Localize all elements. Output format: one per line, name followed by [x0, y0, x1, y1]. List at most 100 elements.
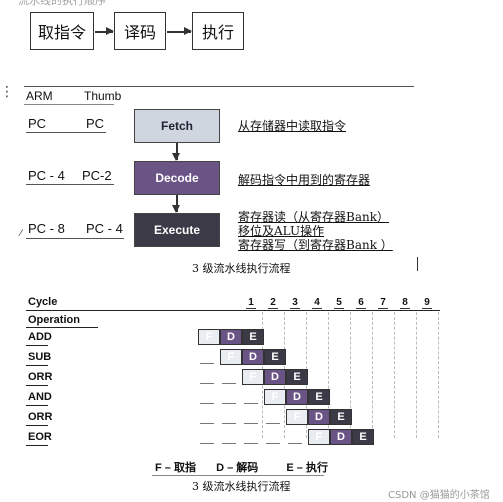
- idle-dash: [200, 423, 214, 424]
- cycle-number-underline: [290, 308, 300, 309]
- cycle-gridline: [416, 312, 417, 438]
- cycle-label: Cycle: [28, 296, 58, 308]
- arrow-decode-execute: [173, 195, 179, 213]
- stage-cell-e: E: [308, 389, 330, 405]
- stage-fetch: Fetch: [134, 109, 220, 143]
- arm-pc-execute: PC - 8: [28, 221, 65, 236]
- arm-column-header: ARM: [26, 89, 53, 103]
- cycle-number: 5: [336, 297, 342, 308]
- cycle-number: 9: [424, 297, 430, 308]
- execute-description-line3: 寄存器写（到寄存器Bank ）: [238, 238, 393, 252]
- stage-cell-d: D: [264, 369, 286, 385]
- fetch-description: 从存储器中读取指令: [238, 119, 347, 133]
- operation-name: ORR: [28, 411, 53, 423]
- operation-name: SUB: [28, 351, 52, 363]
- operation-underline: [26, 365, 48, 366]
- operation-header-rule: [26, 327, 98, 328]
- top-header-text: 流水线的执行顺序: [18, 0, 106, 7]
- legend: F – 取指 D – 解码 E – 执行: [155, 459, 328, 475]
- pipeline-top-rule: [24, 86, 414, 87]
- operation-name: ORR: [28, 371, 53, 383]
- cycle-number: 2: [270, 297, 276, 308]
- stage-cell-f: F: [242, 369, 264, 385]
- stage-cell-f: F: [286, 409, 308, 425]
- cycle-number-underline: [334, 308, 344, 309]
- operation-underline: [26, 385, 48, 386]
- arrow-fetch-decode: [173, 143, 179, 161]
- stage-cell-f: F: [220, 349, 242, 365]
- idle-dash: [222, 383, 236, 384]
- cycle-header-rule: [26, 310, 440, 311]
- stage-cell-f: F: [264, 389, 286, 405]
- operation-underline: [26, 445, 48, 446]
- cycle-number: 3: [292, 297, 298, 308]
- decode-description: 解码指令中用到的寄存器: [238, 173, 371, 187]
- idle-dash: [266, 423, 280, 424]
- cycle-gridline: [438, 312, 439, 438]
- fetch-box: 取指令: [30, 12, 94, 50]
- header-underline: [24, 104, 114, 105]
- legend-decode: D – 解码: [216, 462, 259, 474]
- execute-description-line2: 移位及ALU操作: [238, 224, 325, 238]
- pipeline-caption: 3 级流水线执行流程: [192, 262, 291, 275]
- decode-box: 译码: [114, 12, 166, 50]
- execute-box: 执行: [192, 12, 244, 50]
- idle-dash: [244, 403, 258, 404]
- operation-underline: [26, 405, 48, 406]
- cycle-number: 7: [380, 297, 386, 308]
- arrow-decode-to-execute: [167, 28, 192, 34]
- operation-label: Operation: [28, 314, 80, 326]
- cycle-number-underline: [422, 308, 432, 309]
- cycle-number: 8: [402, 297, 408, 308]
- idle-dash: [222, 443, 236, 444]
- idle-dash: [200, 443, 214, 444]
- idle-dash: [288, 443, 302, 444]
- cycle-number: 4: [314, 297, 320, 308]
- idle-dash: [222, 423, 236, 424]
- stage-decode: Decode: [134, 161, 220, 195]
- legend-rule: [152, 475, 324, 476]
- cycle-gridline: [328, 312, 329, 438]
- stage-cell-e: E: [264, 349, 286, 365]
- row1-underline: [26, 132, 106, 133]
- timing-caption: 3 级流水线执行流程: [192, 480, 291, 493]
- stage-cell-d: D: [242, 349, 264, 365]
- cycle-gridline: [350, 312, 351, 438]
- cycle-gridline: [372, 312, 373, 438]
- cycle-gridline: [394, 312, 395, 438]
- stage-cell-e: E: [286, 369, 308, 385]
- side-glyph: ⋮: [0, 84, 14, 100]
- legend-fetch: F – 取指: [155, 462, 196, 474]
- operation-name: EOR: [28, 431, 52, 443]
- legend-execute: E – 执行: [286, 462, 328, 474]
- execute-description-line1: 寄存器读（从寄存器Bank）: [238, 210, 389, 224]
- thumb-column-header: Thumb: [84, 89, 122, 103]
- operation-name: ADD: [28, 331, 52, 343]
- idle-dash: [200, 383, 214, 384]
- stage-cell-e: E: [352, 429, 374, 445]
- idle-dash: [244, 443, 258, 444]
- vertical-tick: [417, 257, 418, 271]
- cycle-number-underline: [312, 308, 322, 309]
- cycle-number-underline: [246, 308, 256, 309]
- idle-dash: [244, 423, 258, 424]
- idle-dash: [200, 363, 214, 364]
- operation-name: AND: [28, 391, 52, 403]
- thumb-pc-decode: PC-2: [82, 168, 112, 183]
- cycle-number: 6: [358, 297, 364, 308]
- operation-underline: [26, 425, 48, 426]
- idle-dash: [222, 403, 236, 404]
- row2-underline: [26, 184, 114, 185]
- watermark: CSDN @猫猫的小茶馆: [388, 490, 490, 501]
- cycle-number-underline: [356, 308, 366, 309]
- thumb-pc-fetch: PC: [86, 116, 105, 131]
- row3-underline: [26, 238, 124, 239]
- stage-cell-e: E: [330, 409, 352, 425]
- arrow-fetch-to-decode: [95, 28, 114, 34]
- idle-dash: [266, 443, 280, 444]
- stage-cell-d: D: [330, 429, 352, 445]
- arm-pc-decode: PC - 4: [28, 168, 65, 183]
- stage-cell-d: D: [308, 409, 330, 425]
- stage-cell-f: F: [198, 329, 220, 345]
- idle-dash: [200, 403, 214, 404]
